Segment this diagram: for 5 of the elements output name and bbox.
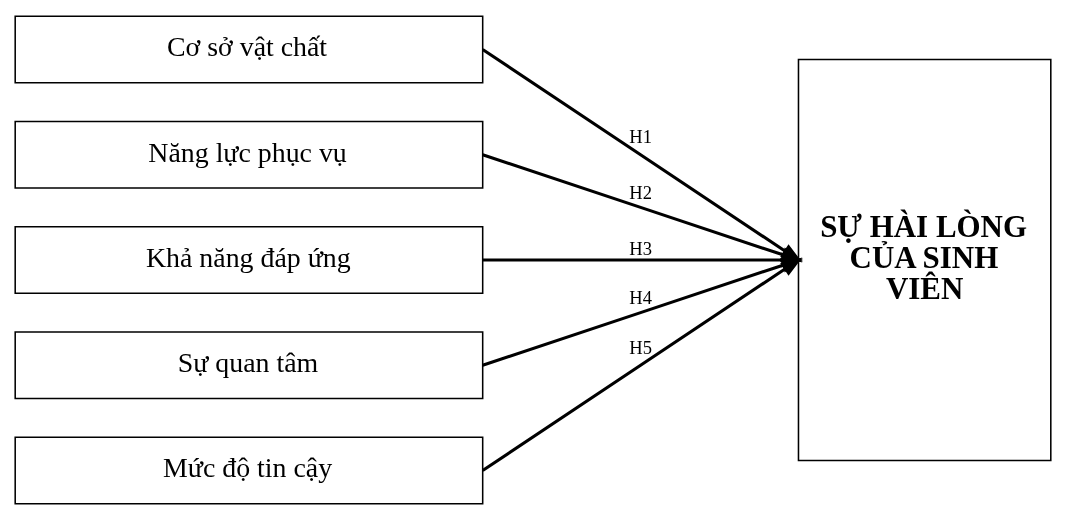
edge-label: H3: [629, 237, 652, 259]
edge-label: H5: [629, 336, 652, 358]
edge-label: H1: [629, 125, 652, 147]
edge-label: H2: [629, 181, 652, 203]
edge-label: H4: [629, 286, 652, 308]
